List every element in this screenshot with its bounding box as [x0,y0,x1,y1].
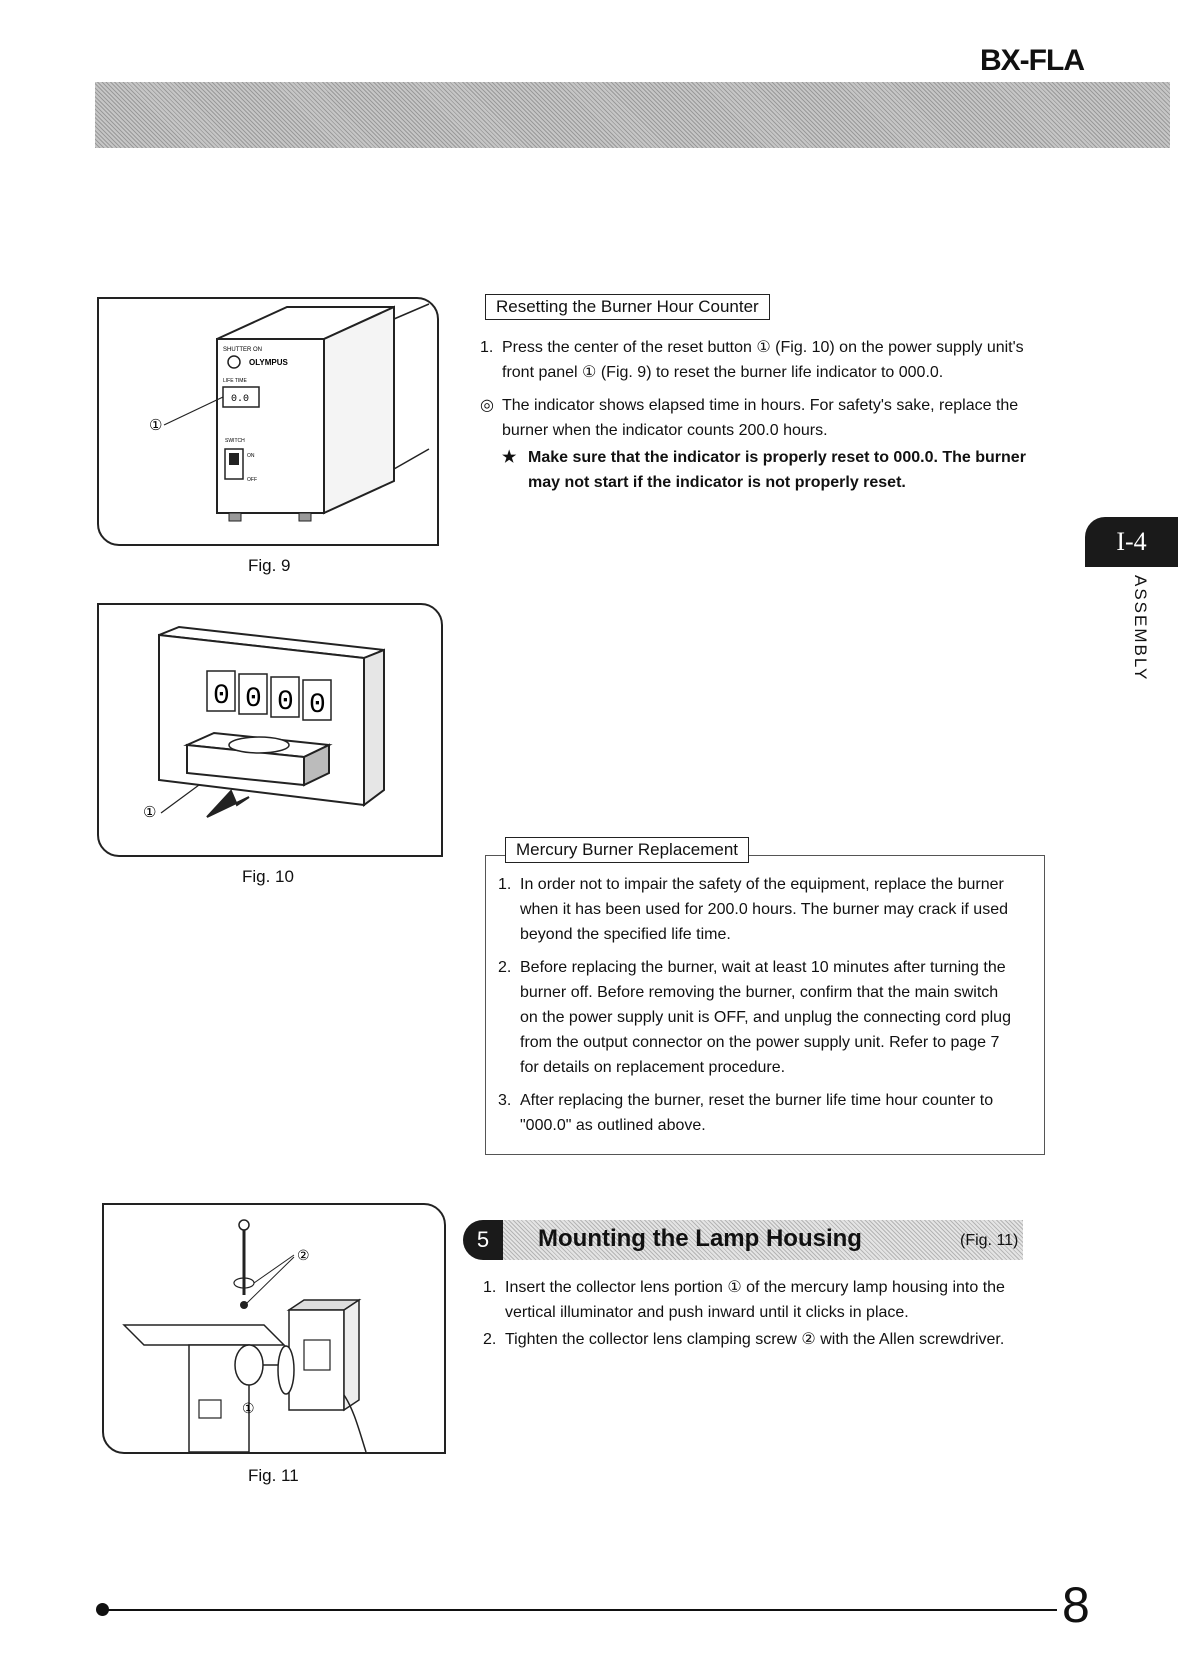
fig10-digit: 0 [277,687,294,718]
mounting-figure-reference: (Fig. 11) [960,1232,1019,1249]
list-item: 1. Insert the collector lens portion ① of… [483,1275,1055,1325]
mounting-steps: 1. Insert the collector lens portion ① of… [483,1275,1055,1352]
fig9-power-supply-drawing: SHUTTER ON OLYMPUS LIFE TIME 0.0 SWITCH … [149,303,430,522]
fig10-digit: 0 [309,690,326,721]
header-band [95,82,1170,148]
step-text: After replacing the burner, reset the bu… [520,1092,994,1134]
mercury-section-title: Mercury Burner Replacement [505,837,750,863]
fig10-press-arrow-icon [206,789,250,818]
resetting-steps: 1. Press the center of the reset button ①… [480,335,1052,385]
list-item: 1. Press the center of the reset button ①… [480,335,1052,385]
step-number: 1. [498,876,512,893]
list-item: 2. Tighten the collector lens clamping sc… [483,1327,1055,1352]
step-number: 1. [483,1279,497,1296]
warning-text: Make sure that the indicator is properly… [528,449,1026,491]
list-item: 2. Before replacing the burner, wait at l… [498,955,1018,1080]
fig10-reset-button [303,743,330,787]
resetting-section-body: 1. Press the center of the reset button ①… [480,335,1052,495]
star-icon: ★ [502,449,517,466]
fig10-digit: 0 [245,684,262,715]
fig11-caption: Fig. 11 [248,1466,299,1485]
fig9-switch-label: SWITCH [225,438,245,444]
fig10-caption: Fig. 10 [242,867,294,886]
step-text: Before replacing the burner, wait at lea… [520,959,1011,1076]
mercury-steps: 1. In order not to impair the safety of t… [498,872,1018,1138]
mounting-section-body: 1. Insert the collector lens portion ① of… [483,1275,1055,1360]
fig11-collector-lens [234,1344,264,1386]
resetting-section-title: Resetting the Burner Hour Counter [485,294,770,320]
step-text: Insert the collector lens portion ① of t… [505,1279,1005,1321]
page-number: 8 [1062,1577,1090,1633]
step-number: 3. [498,1092,512,1109]
list-item: 3. After replacing the burner, reset the … [498,1088,1018,1138]
chapter-tab: I-4 [1085,517,1178,567]
list-item: 1. In order not to impair the safety of t… [498,872,1018,947]
fig9-brand-label: OLYMPUS [249,358,288,367]
fig11-lamp-housing-drawing: ② ① [122,1219,367,1452]
note-text: The indicator shows elapsed time in hour… [502,397,1019,439]
step-number: 2. [483,1331,497,1348]
fig9-knob-icon [227,355,241,369]
fig10-callout-1: ① [143,805,156,821]
step-text: Press the center of the reset button ① (… [502,339,1024,381]
figure-9: SHUTTER ON OLYMPUS LIFE TIME 0.0 SWITCH … [97,297,439,546]
figure-11: ② ① [102,1203,446,1454]
step-number: 2. [498,959,512,976]
fig9-caption: Fig. 9 [248,556,291,575]
chapter-label: ASSEMBLY [1131,575,1150,682]
resetting-warning: ★ Make sure that the indicator is properl… [480,445,1052,495]
mounting-section-bar [463,1220,1023,1260]
fig11-callout-2: ② [297,1249,310,1264]
fig9-lifetime-label: LIFE TIME [223,378,247,384]
mercury-replacement-box [485,855,1045,1155]
mounting-section-title: Mounting the Lamp Housing [538,1225,862,1252]
fig10-counter-digits: 0 0 0 0 [206,670,332,721]
fig9-off-label: OFF [247,477,257,483]
footer-rule [102,1609,1057,1611]
fig10-digit: 0 [213,681,230,712]
document-model-title: BX-FLA [980,44,1085,77]
mercury-section-body: 1. In order not to impair the safety of t… [498,872,1018,1146]
step-text: In order not to impair the safety of the… [520,876,1008,943]
figure-10: 0 0 0 0 ① [97,603,443,857]
fig10-reset-button-drawing: 0 0 0 0 ① [143,625,385,821]
note-mark-icon: ◎ [480,397,494,414]
step-text: Tighten the collector lens clamping scre… [505,1331,1005,1348]
fig9-shutter-label: SHUTTER ON [223,347,262,353]
fig9-callout-1: ① [149,418,162,434]
step-number: 1. [480,339,494,356]
fig11-callout-1: ① [242,1402,255,1417]
resetting-note: ◎ The indicator shows elapsed time in hou… [480,393,1052,443]
fig9-on-label: ON [247,453,255,459]
mounting-section-number: 5 [463,1220,503,1260]
fig9-counter-display: 0.0 [231,394,249,405]
